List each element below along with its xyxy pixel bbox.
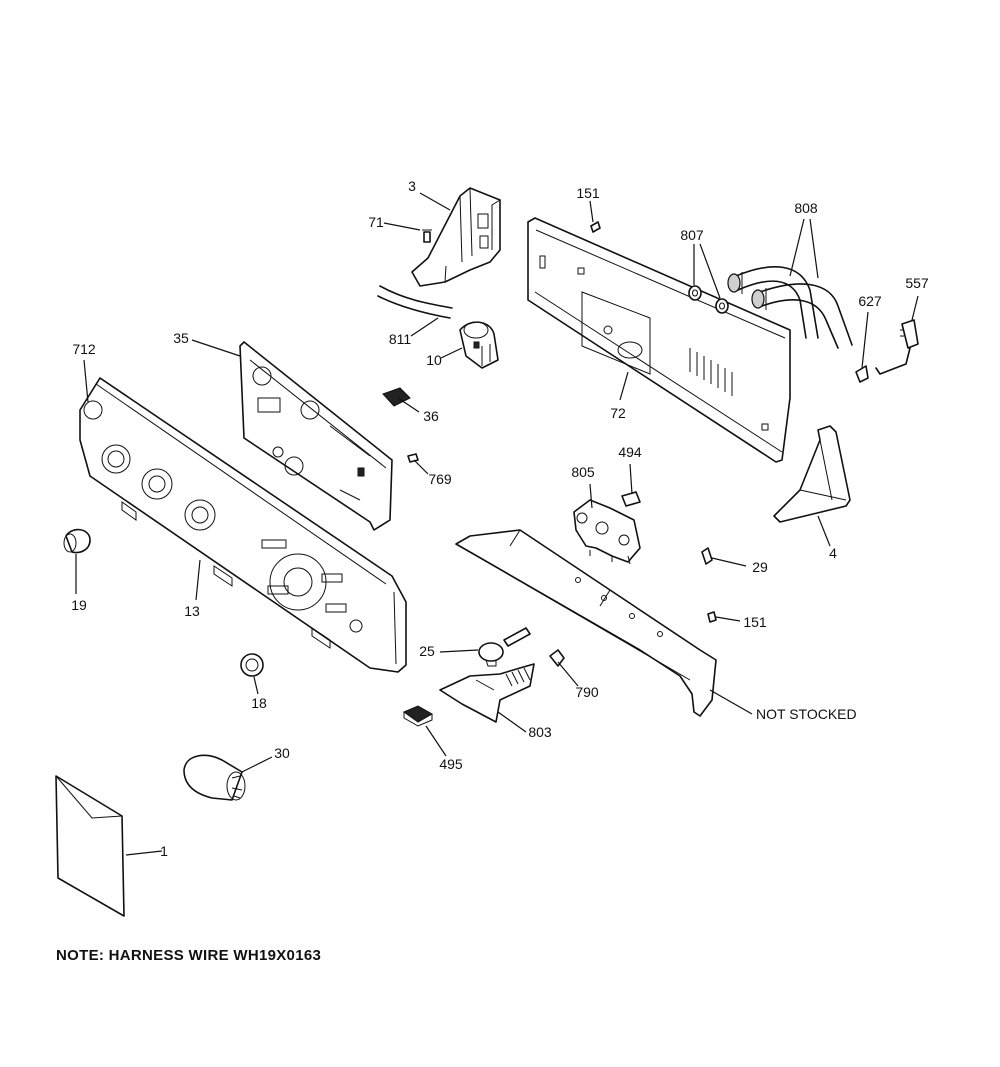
- callout-19: 19: [71, 597, 87, 613]
- callout-4: 4: [829, 545, 837, 561]
- part-29-clip: [701, 547, 713, 565]
- part-803-dispenser: [439, 663, 535, 723]
- part-lower-bracket-not-stocked: [455, 529, 717, 717]
- part-557-cord-connector: [875, 319, 919, 375]
- part-36-connector: [382, 387, 411, 407]
- callout-151-lower: 151: [743, 614, 767, 630]
- part-4-bracket: [773, 425, 851, 523]
- harness-wire-note: NOTE: HARNESS WIRE WH19X0163: [56, 947, 321, 964]
- part-13-control-panel: [79, 377, 407, 673]
- part-1-envelope: [55, 775, 125, 917]
- callout-30: 30: [274, 745, 290, 761]
- callout-712: 712: [72, 341, 96, 357]
- callout-557: 557: [905, 275, 929, 291]
- callout-13: 13: [184, 603, 200, 619]
- callout-36: 36: [423, 408, 439, 424]
- callout-35: 35: [173, 330, 189, 346]
- part-495-connector: [402, 705, 434, 727]
- part-769-screw: [407, 453, 419, 463]
- part-19-knob: [63, 528, 91, 554]
- callout-25: 25: [419, 643, 435, 659]
- callout-790: 790: [575, 684, 599, 700]
- callout-805: 805: [571, 464, 595, 480]
- part-18-ring: [240, 653, 264, 677]
- part-30-capacitor: [183, 754, 246, 801]
- callout-not-stocked: NOT STOCKED: [756, 706, 857, 722]
- callout-1: 1: [160, 843, 168, 859]
- callout-72: 72: [610, 405, 626, 421]
- part-35-control-board: [239, 341, 393, 531]
- callout-808: 808: [794, 200, 818, 216]
- part-627-clip: [855, 365, 869, 383]
- callout-3: 3: [408, 178, 416, 194]
- part-811-wire: [377, 285, 453, 319]
- part-3-bracket: [411, 187, 501, 287]
- callout-807: 807: [680, 227, 704, 243]
- callout-labels: 3 71 151 807 808 557 627 811 10 72 712 3…: [71, 178, 929, 859]
- part-72-backsplash: [527, 217, 791, 463]
- leader-lines: [75, 192, 919, 856]
- callout-494: 494: [618, 444, 642, 460]
- callout-811: 811: [389, 331, 412, 347]
- part-151-screw-lower: [707, 611, 717, 623]
- callout-151-top: 151: [576, 185, 600, 201]
- part-151-screw-top: [590, 221, 601, 233]
- part-805-valve: [573, 499, 641, 565]
- part-25-button: [478, 627, 531, 667]
- part-10-pressure-switch: [459, 321, 499, 369]
- callout-29: 29: [752, 559, 768, 575]
- callout-803: 803: [528, 724, 552, 740]
- part-494-connector: [621, 491, 641, 507]
- callout-495: 495: [439, 756, 463, 772]
- part-790-fitting: [549, 649, 565, 667]
- callout-71: 71: [368, 214, 384, 230]
- part-71-screw: [422, 229, 432, 243]
- callout-18: 18: [251, 695, 267, 711]
- part-808-hoses: [727, 266, 853, 349]
- callout-769: 769: [428, 471, 452, 487]
- part-807-washers: [688, 285, 729, 314]
- callout-10: 10: [426, 352, 442, 368]
- callout-627: 627: [858, 293, 882, 309]
